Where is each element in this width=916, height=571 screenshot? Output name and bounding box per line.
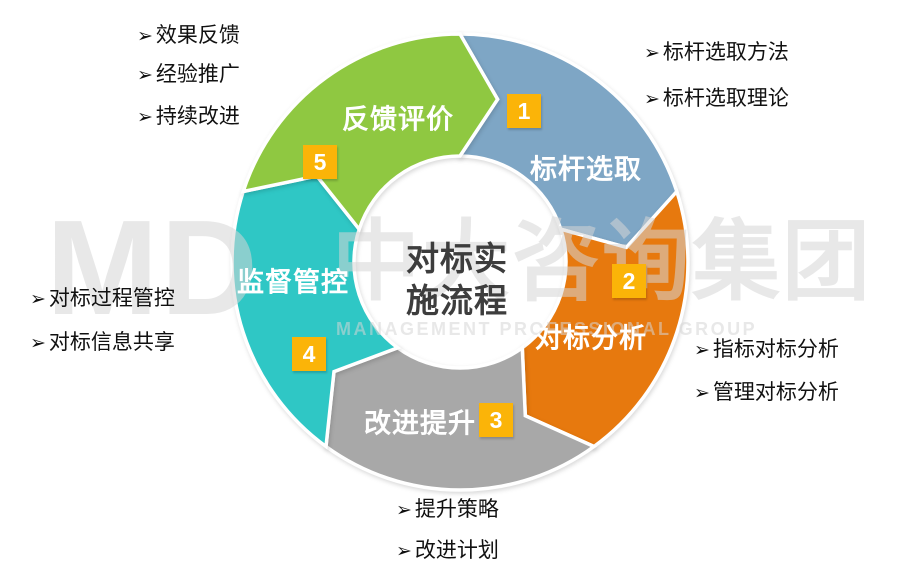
cycle-segment-5 (240, 32, 500, 233)
cycle-segment-1 (456, 32, 679, 250)
cycle-segment-2 (520, 188, 690, 449)
cycle-segment-4 (230, 174, 402, 450)
cycle-segment-3 (324, 344, 598, 492)
